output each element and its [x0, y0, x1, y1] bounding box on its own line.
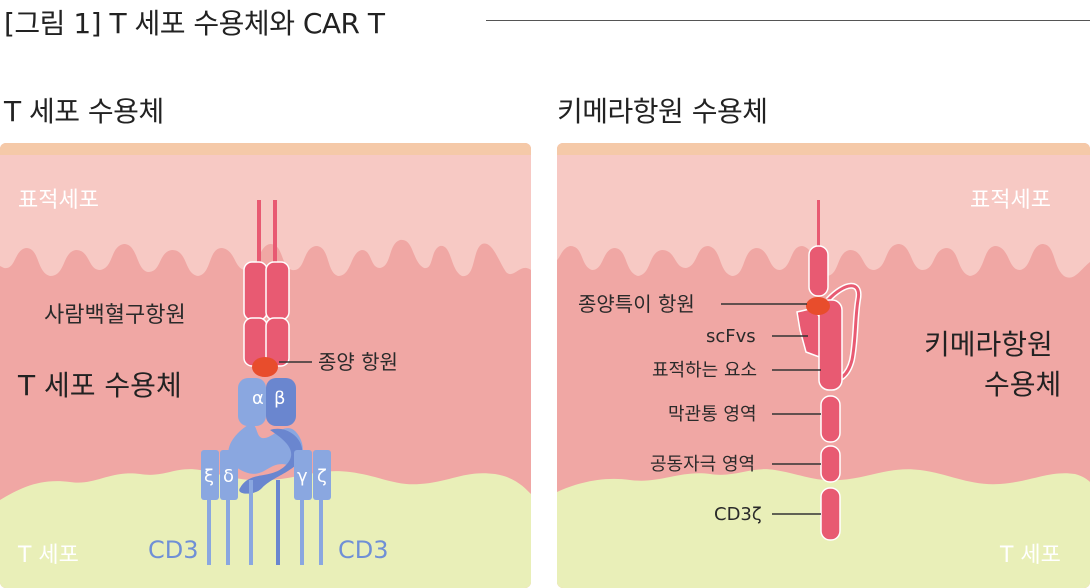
- target-cell-surface-right: [557, 143, 1090, 155]
- tumor-specific-antigen-label: 종양특이 항원: [578, 292, 695, 316]
- tcr-alpha-beta: [228, 378, 303, 565]
- target-cell-upper-right: [557, 155, 1090, 278]
- gamma-label: γ: [297, 466, 308, 487]
- car-structure: [796, 200, 862, 541]
- right-panel: 표적세포 T 세포 종양특이 항원 scFvs 표적하는 요소 막관통 영역 공…: [557, 143, 1090, 588]
- right-panel-title: 키메라항원 수용체: [557, 95, 768, 128]
- target-cell-upper: [0, 155, 531, 277]
- tumor-antigen-label-left: 종양 항원: [318, 350, 398, 374]
- figure-title: [그림 1] T 세포 수용체와 CAR T: [4, 7, 385, 40]
- zeta-label: ζ: [317, 466, 327, 487]
- hla-label: 사람백혈구항원: [44, 303, 186, 328]
- delta-label: δ: [223, 466, 234, 487]
- cd3-left-chains: [201, 450, 238, 565]
- costimulatory-label: 공동자극 영역: [650, 454, 755, 475]
- car-label-line1: 키메라항원: [924, 328, 1053, 361]
- tumor-specific-antigen: [806, 297, 830, 315]
- transmembrane-label: 막관통 영역: [668, 404, 757, 425]
- cd3z-label: CD3ζ: [714, 504, 762, 525]
- hla-molecule: [243, 200, 290, 367]
- xi-label: ξ: [204, 466, 214, 487]
- title-divider: [486, 20, 1090, 21]
- cd3-right-chains: [294, 450, 331, 565]
- beta-label: β: [274, 388, 286, 409]
- tcr-label: T 세포 수용체: [17, 369, 182, 402]
- alpha-label: α: [252, 388, 264, 409]
- car-label-line2: 수용체: [984, 368, 1061, 401]
- target-cell-surface: [0, 143, 531, 155]
- right-target-cell-label: 표적세포: [970, 188, 1051, 213]
- cd3-left-label: CD3: [148, 536, 199, 564]
- cd3-right-label: CD3: [338, 536, 389, 564]
- left-panel-title: T 세포 수용체: [4, 95, 164, 128]
- targeting-element-label: 표적하는 요소: [652, 360, 757, 381]
- left-t-cell-label: T 세포: [17, 543, 79, 568]
- right-t-cell-label: T 세포: [999, 543, 1061, 568]
- tumor-antigen-left: [252, 357, 278, 377]
- left-target-cell-label: 표적세포: [18, 188, 99, 213]
- left-panel: α β ξ δ γ ζ 표적세포 T 세포 사람백혈구항원 종양 항원 T 세포…: [0, 143, 531, 588]
- scfv-label: scFvs: [706, 326, 756, 347]
- t-cell-membrane: [0, 469, 531, 588]
